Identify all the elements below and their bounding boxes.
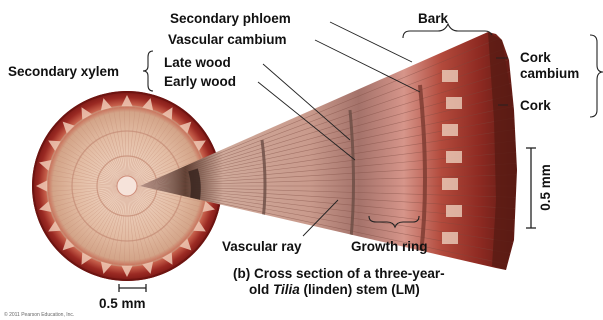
caption-genus: Tilia xyxy=(273,282,300,297)
phloem-fiber-cap xyxy=(446,205,462,217)
scale-label-left: 0.5 mm xyxy=(99,297,146,311)
bark-right-bracket xyxy=(590,35,603,117)
leader-vascular-cambium xyxy=(315,40,420,92)
phloem-fiber-cap xyxy=(442,232,458,244)
label-cork: Cork xyxy=(520,99,551,113)
label-secondary-phloem: Secondary phloem xyxy=(170,12,291,26)
caption-line-2: old Tilia (linden) stem (LM) xyxy=(233,282,445,298)
copyright-notice: © 2011 Pearson Education, Inc. xyxy=(4,312,74,318)
label-secondary-xylem: Secondary xylem xyxy=(8,65,119,79)
scale-bar-left xyxy=(119,284,146,292)
label-cork-cambium-line1: Cork xyxy=(520,51,551,65)
secondary-xylem-bracket xyxy=(143,51,153,91)
label-vascular-cambium: Vascular cambium xyxy=(168,33,287,47)
label-vascular-ray: Vascular ray xyxy=(222,240,302,254)
label-cork-cambium-line2: cambium xyxy=(520,67,579,81)
figure-caption: (b) Cross section of a three-year- old T… xyxy=(233,266,445,297)
caption-line2-a: old xyxy=(249,282,273,297)
label-bark: Bark xyxy=(418,12,448,26)
label-late-wood: Late wood xyxy=(164,56,231,70)
leader-secondary-phloem xyxy=(330,22,412,62)
caption-line2-b: (linden) stem (LM) xyxy=(300,282,420,297)
caption-line-1: (b) Cross section of a three-year- xyxy=(233,266,445,282)
phloem-fiber-cap xyxy=(446,97,462,109)
pith xyxy=(117,176,137,196)
label-early-wood: Early wood xyxy=(164,75,236,89)
bark-bracket xyxy=(403,24,492,38)
caption-prefix: (b) xyxy=(233,266,250,281)
label-growth-ring: Growth ring xyxy=(351,240,428,254)
scale-label-right: 0.5 mm xyxy=(538,164,553,211)
phloem-fiber-cap xyxy=(442,178,458,190)
scale-bar-right xyxy=(526,148,536,228)
caption-line1-text: Cross section of a three-year- xyxy=(254,266,445,281)
phloem-fiber-cap xyxy=(446,151,462,163)
phloem-fiber-cap xyxy=(442,70,458,82)
phloem-fiber-cap xyxy=(442,124,458,136)
